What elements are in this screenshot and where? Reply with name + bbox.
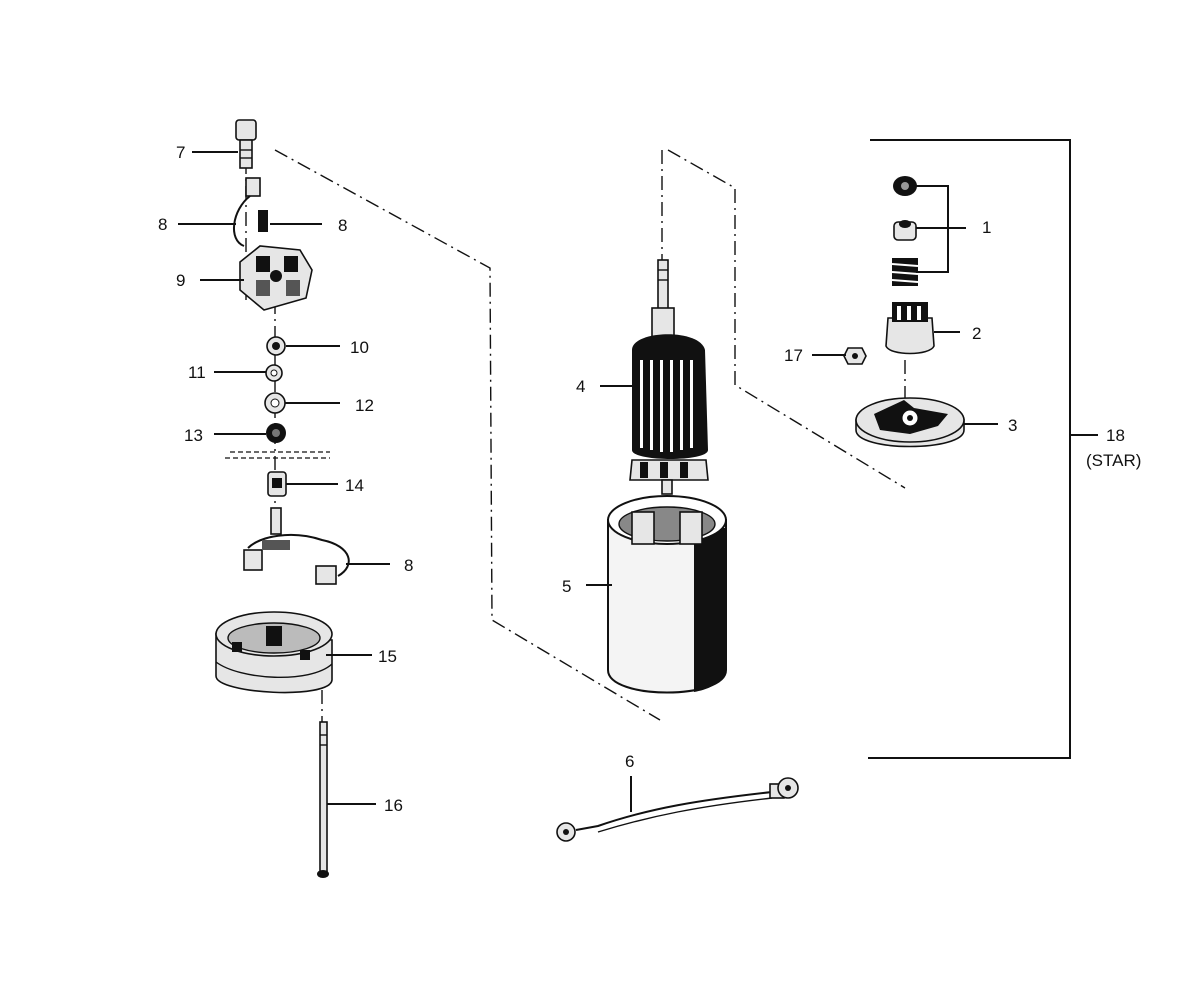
brush-holder-part — [239, 245, 313, 311]
label-13: 13 — [184, 426, 203, 445]
label-18-sublabel: (STAR) — [1086, 451, 1141, 470]
insulator-14-part — [267, 471, 287, 497]
label-1: 1 — [982, 218, 991, 237]
label-3: 3 — [1008, 416, 1017, 435]
label-8-top-left: 8 — [158, 215, 167, 234]
nut-13-part — [266, 423, 286, 443]
cable-part — [556, 777, 799, 842]
washer-12-part — [264, 392, 286, 414]
label-2: 2 — [972, 324, 981, 343]
bolt-part — [235, 119, 257, 169]
label-12: 12 — [355, 396, 374, 415]
drive-end-plate-part — [855, 397, 965, 448]
label-18: 18 — [1106, 426, 1125, 445]
label-6: 6 — [625, 752, 634, 771]
pinion-drive-part — [885, 302, 935, 355]
label-9: 9 — [176, 271, 185, 290]
drive-hardware-part — [891, 176, 966, 286]
label-7: 7 — [176, 143, 185, 162]
label-15: 15 — [378, 647, 397, 666]
label-11: 11 — [188, 363, 206, 382]
label-4: 4 — [576, 377, 585, 396]
brush-terminal-part — [243, 507, 350, 585]
label-5: 5 — [562, 577, 571, 596]
label-8-bottom: 8 — [404, 556, 413, 575]
small-nut-part — [843, 347, 867, 365]
label-8-top-right: 8 — [338, 216, 347, 235]
brush-top-part — [232, 177, 268, 247]
label-10: 10 — [350, 338, 369, 357]
end-cap-part — [215, 611, 333, 694]
label-17: 17 — [784, 346, 803, 365]
nut-10-part — [266, 336, 286, 356]
armature-part — [629, 259, 709, 495]
part-labels: 7 8 8 9 10 11 12 13 14 8 15 16 4 5 6 1 2… — [158, 143, 1141, 815]
through-bolt-part — [317, 721, 329, 878]
assembly-bracket — [868, 139, 1071, 759]
washer-11-part — [265, 364, 283, 382]
label-16: 16 — [384, 796, 403, 815]
frame-housing-part — [607, 495, 727, 694]
label-14: 14 — [345, 476, 364, 495]
leader-lines — [178, 151, 998, 812]
